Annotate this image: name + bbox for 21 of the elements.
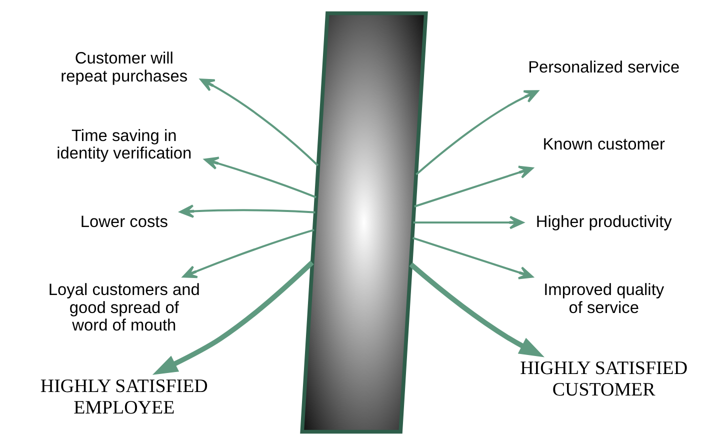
arrow bbox=[200, 78, 319, 166]
arrow bbox=[412, 236, 534, 280]
node-text: Known customer bbox=[542, 136, 666, 154]
node-text: Personalized service bbox=[528, 58, 680, 77]
arrow bbox=[204, 156, 316, 198]
arrow bbox=[409, 262, 545, 358]
arrow bbox=[179, 204, 316, 218]
node-text: Customer will repeat purchases bbox=[60, 50, 188, 86]
node-text: HIGHLY SATISFIED EMPLOYEE bbox=[40, 376, 208, 418]
arrow bbox=[182, 228, 314, 278]
node-text: Loyal customers and good spread of word of mouth bbox=[48, 281, 200, 334]
node-text: Time saving in identity verification bbox=[56, 126, 192, 163]
node-text: Higher productivity bbox=[536, 212, 672, 231]
arrow bbox=[413, 216, 524, 230]
node-text: Improved quality of service bbox=[544, 281, 664, 317]
arrow bbox=[414, 166, 534, 208]
arrow bbox=[152, 260, 314, 375]
node-parallelogram bbox=[300, 11, 428, 434]
node-text: Lower costs bbox=[80, 212, 168, 231]
arrow bbox=[416, 90, 539, 176]
node-text: HIGHLY SATISFIED CUSTOMER bbox=[520, 358, 688, 401]
